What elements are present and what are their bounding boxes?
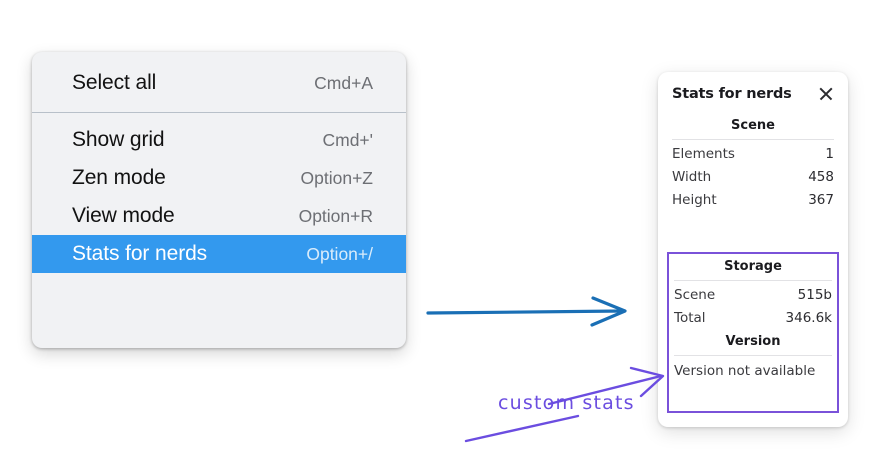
menu-group-2: Show grid Cmd+' Zen mode Option+Z View m… xyxy=(32,113,406,281)
stat-label: Elements xyxy=(672,145,735,162)
context-menu[interactable]: Select all Cmd+A Show grid Cmd+' Zen mod… xyxy=(32,52,406,348)
section-heading-version: Version xyxy=(725,334,781,349)
menu-item-view-mode[interactable]: View mode Option+R xyxy=(32,197,406,235)
menu-item-shortcut: Option+/ xyxy=(306,243,373,264)
menu-item-zen-mode[interactable]: Zen mode Option+Z xyxy=(32,159,406,197)
menu-item-stats-for-nerds[interactable]: Stats for nerds Option+/ xyxy=(32,235,406,273)
stats-panel-header: Stats for nerds xyxy=(672,86,834,114)
stat-row-storage-scene: Scene 515b xyxy=(674,283,832,306)
stat-label: Scene xyxy=(674,286,716,303)
menu-item-label: View mode xyxy=(72,204,175,227)
menu-item-shortcut: Cmd+A xyxy=(314,72,373,93)
section-heading-storage: Storage xyxy=(724,259,782,274)
menu-item-label: Stats for nerds xyxy=(72,242,208,265)
stats-panel-title: Stats for nerds xyxy=(672,86,792,102)
menu-divider xyxy=(32,112,406,113)
menu-group-1: Select all Cmd+A xyxy=(32,52,406,112)
section-heading-scene: Scene xyxy=(731,118,775,133)
stat-row-width: Width 458 xyxy=(672,165,834,188)
stat-row-storage-total: Total 346.6k xyxy=(674,306,832,329)
stat-value: 1 xyxy=(825,145,834,162)
menu-item-shortcut: Option+R xyxy=(298,205,373,226)
stat-value: 367 xyxy=(808,191,834,208)
stat-value: 515b xyxy=(797,286,832,303)
section-rule xyxy=(674,355,832,356)
menu-item-label: Show grid xyxy=(72,128,165,151)
version-text: Version not available xyxy=(674,363,816,379)
menu-item-show-grid[interactable]: Show grid Cmd+' xyxy=(32,121,406,159)
stats-panel-content: Stats for nerds Scene Elements 1 Width 4… xyxy=(658,72,848,211)
close-icon[interactable] xyxy=(818,86,834,102)
stat-label: Height xyxy=(672,191,717,208)
stat-row-height: Height 367 xyxy=(672,188,834,211)
purple-underline-stroke xyxy=(464,414,580,443)
stat-value: 458 xyxy=(808,168,834,185)
menu-item-shortcut: Option+Z xyxy=(300,167,373,188)
menu-item-label: Zen mode xyxy=(72,166,166,189)
stat-label: Width xyxy=(672,168,712,185)
stat-row-elements: Elements 1 xyxy=(672,142,834,165)
menu-item-label: Select all xyxy=(72,71,157,94)
blue-arrow xyxy=(426,296,627,327)
stat-value: 346.6k xyxy=(785,309,832,326)
custom-stats-highlight-box: Storage Scene 515b Total 346.6k Version … xyxy=(667,252,839,413)
menu-item-select-all[interactable]: Select all Cmd+A xyxy=(32,64,406,102)
stats-for-nerds-panel: Stats for nerds Scene Elements 1 Width 4… xyxy=(658,72,848,427)
stat-label: Total xyxy=(674,309,706,326)
menu-item-shortcut: Cmd+' xyxy=(322,129,373,150)
section-rule xyxy=(674,280,832,281)
section-rule xyxy=(672,139,834,140)
custom-stats-annotation-label: custom stats xyxy=(498,392,635,414)
